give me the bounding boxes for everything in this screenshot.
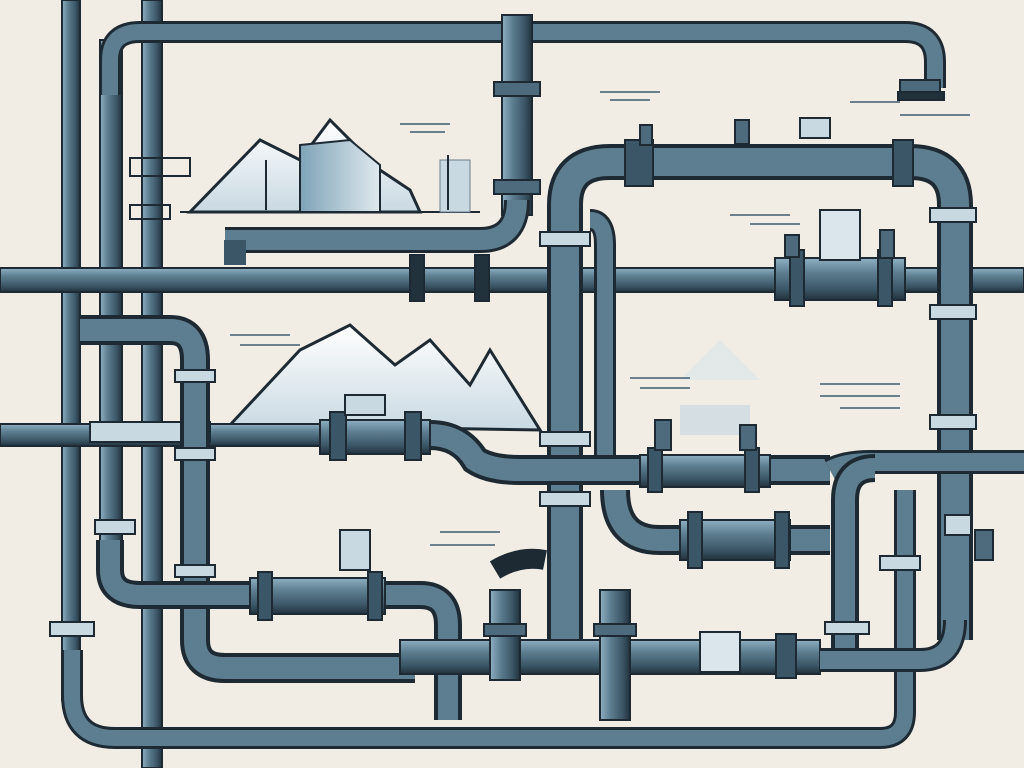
sketch-lines <box>230 91 970 546</box>
left-loop <box>49 315 916 749</box>
middle-mountains <box>226 323 760 435</box>
upper-mountains <box>180 117 480 214</box>
horizontal-pipe-upper <box>0 209 1024 307</box>
right-upper-loop <box>539 139 977 650</box>
equipment-details <box>94 117 994 571</box>
center-vertical-pipe <box>224 14 541 265</box>
bottom-manifold <box>399 454 967 721</box>
